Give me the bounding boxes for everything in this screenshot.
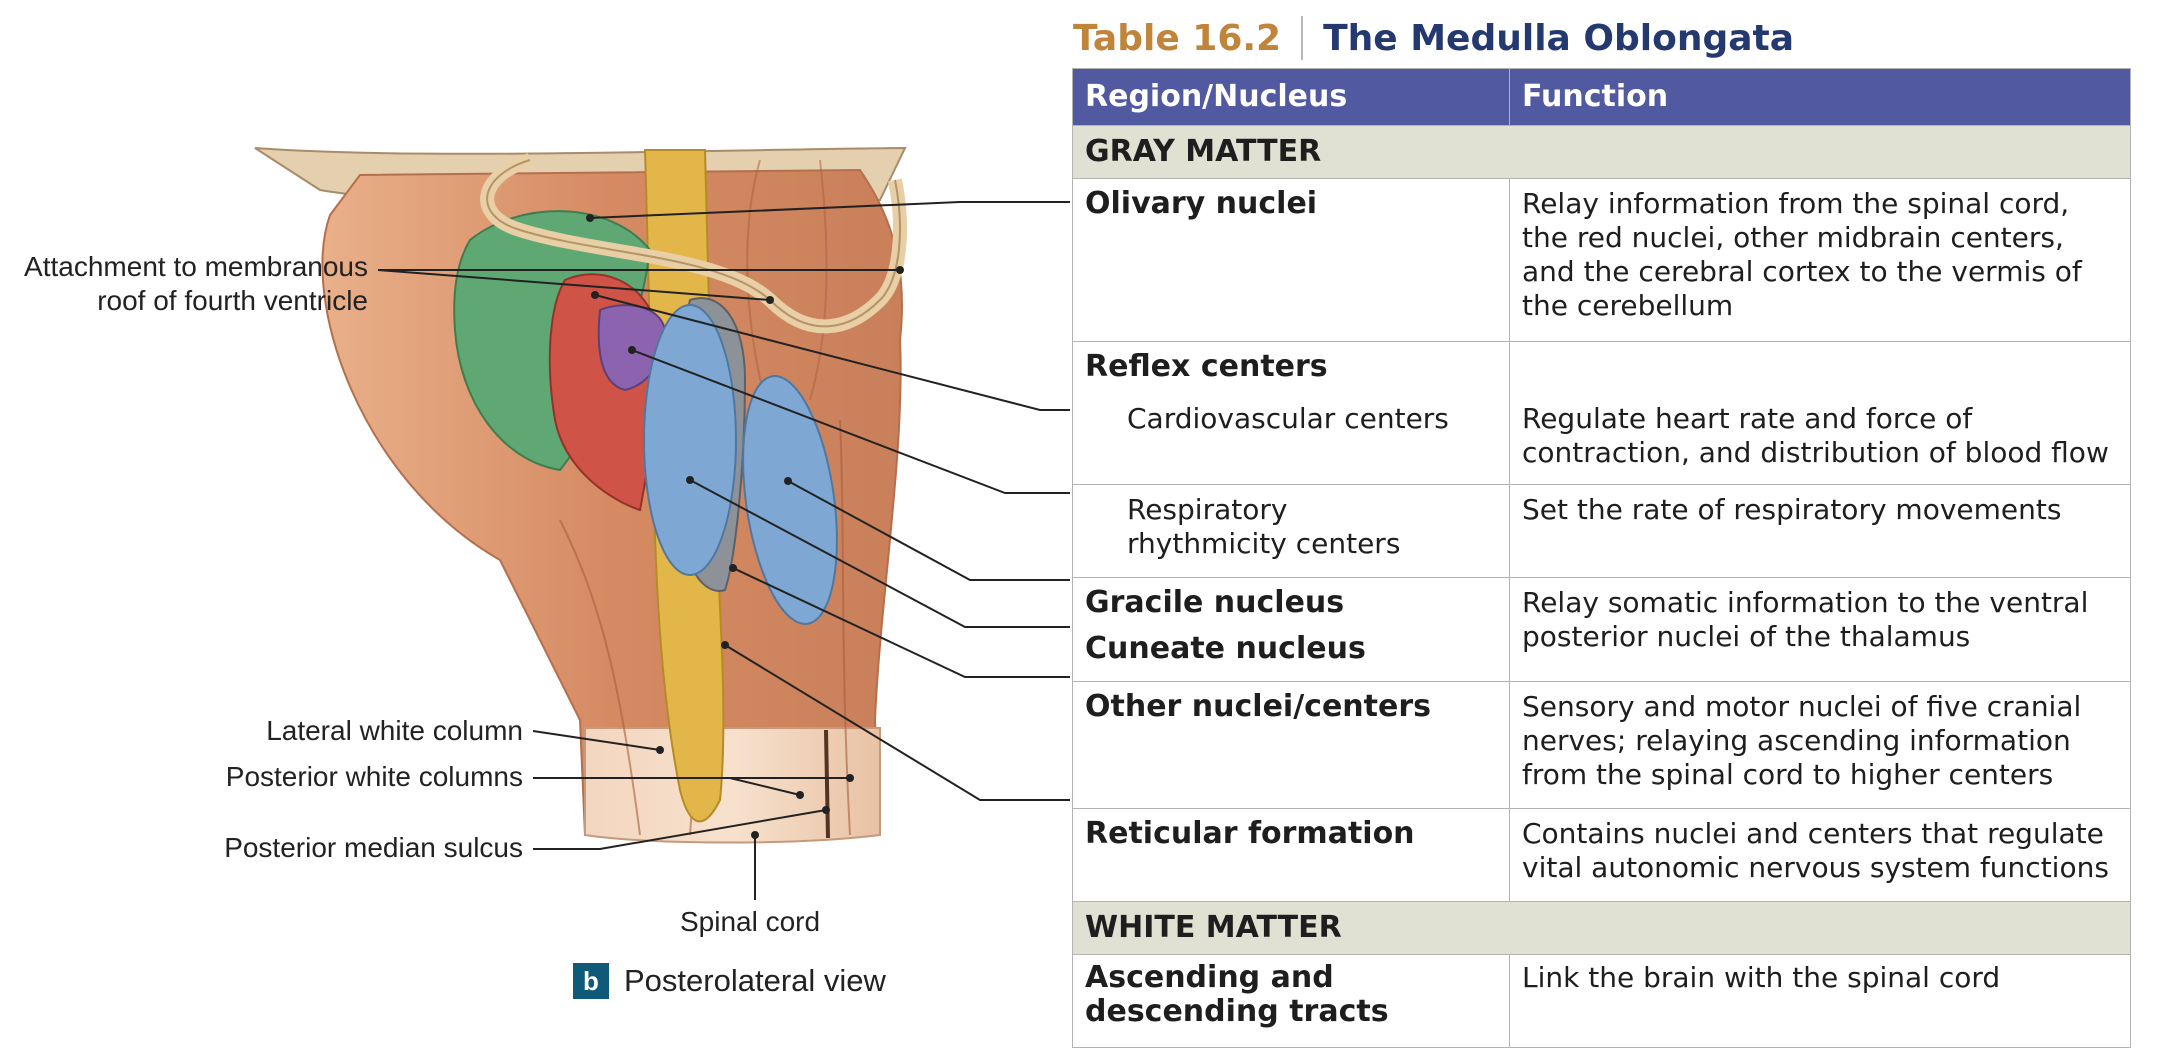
label-lateral-white-column: Lateral white column <box>266 715 523 746</box>
table-row: Respiratory rhythmicity centers Set the … <box>1072 484 2131 578</box>
figure-caption: b Posterolateral view <box>573 963 886 999</box>
region-name: Ascending and descending tracts <box>1085 960 1389 1029</box>
table-row: Ascending and descending tracts Link the… <box>1072 954 2131 1048</box>
header-function: Function <box>1509 68 2131 126</box>
table-row: Gracile nucleus Cuneate nucleus Relay so… <box>1072 577 2131 682</box>
function-text: Relay somatic information to the ventral… <box>1509 577 2131 682</box>
function-text: Sensory and motor nuclei of five cranial… <box>1509 681 2131 809</box>
region-name: Cuneate nucleus <box>1085 631 1366 666</box>
section-label: GRAY MATTER <box>1072 125 2131 179</box>
section-label: WHITE MATTER <box>1072 901 2131 955</box>
label-attachment-line2: roof of fourth ventricle <box>97 285 368 316</box>
table-header-row: Region/Nucleus Function <box>1072 68 2131 126</box>
title-divider <box>1301 16 1304 60</box>
region-subname: Cardiovascular centers <box>1127 402 1449 435</box>
caption-text: Posterolateral view <box>624 963 886 998</box>
table-number: Table 16.2 <box>1073 17 1282 59</box>
table-row: Olivary nuclei Relay information from th… <box>1072 178 2131 342</box>
label-posterior-median-sulcus: Posterior median sulcus <box>224 832 523 863</box>
region-name: Olivary nuclei <box>1085 186 1318 221</box>
table-row: Reticular formation Contains nuclei and … <box>1072 808 2131 902</box>
medulla-table: Region/Nucleus Function GRAY MATTER Oliv… <box>1072 68 2131 1048</box>
function-text: Relay information from the spinal cord, … <box>1509 178 2131 342</box>
table-row: Reflex centers Cardiovascular centers Re… <box>1072 341 2131 485</box>
table-name: The Medulla Oblongata <box>1323 17 1795 59</box>
label-posterior-white-columns: Posterior white columns <box>225 761 523 792</box>
region-name: Reticular formation <box>1085 816 1415 851</box>
label-attachment-line1: Attachment to membranous <box>24 251 368 282</box>
function-text: Link the brain with the spinal cord <box>1509 954 2131 1048</box>
caption-letter: b <box>573 963 609 999</box>
header-region: Region/Nucleus <box>1072 68 1510 126</box>
region-name: Gracile nucleus <box>1085 585 1345 620</box>
medulla-illustration <box>254 146 1116 900</box>
label-spinal-cord: Spinal cord <box>680 906 821 937</box>
table-row: Other nuclei/centers Sensory and motor n… <box>1072 681 2131 809</box>
function-text: Set the rate of respiratory movements <box>1509 484 2131 578</box>
section-white-matter: WHITE MATTER <box>1072 901 2131 955</box>
function-text: Regulate heart rate and force of contrac… <box>1509 341 2131 485</box>
section-gray-matter: GRAY MATTER <box>1072 125 2131 179</box>
region-subname: Respiratory rhythmicity centers <box>1127 493 1401 560</box>
region-name: Other nuclei/centers <box>1085 689 1431 724</box>
region-name: Reflex centers <box>1085 349 1328 384</box>
function-text: Contains nuclei and centers that regulat… <box>1509 808 2131 902</box>
table-title: Table 16.2 The Medulla Oblongata <box>1073 16 1794 60</box>
medulla-figure: Attachment to membranous roof of fourth … <box>0 0 1116 1036</box>
